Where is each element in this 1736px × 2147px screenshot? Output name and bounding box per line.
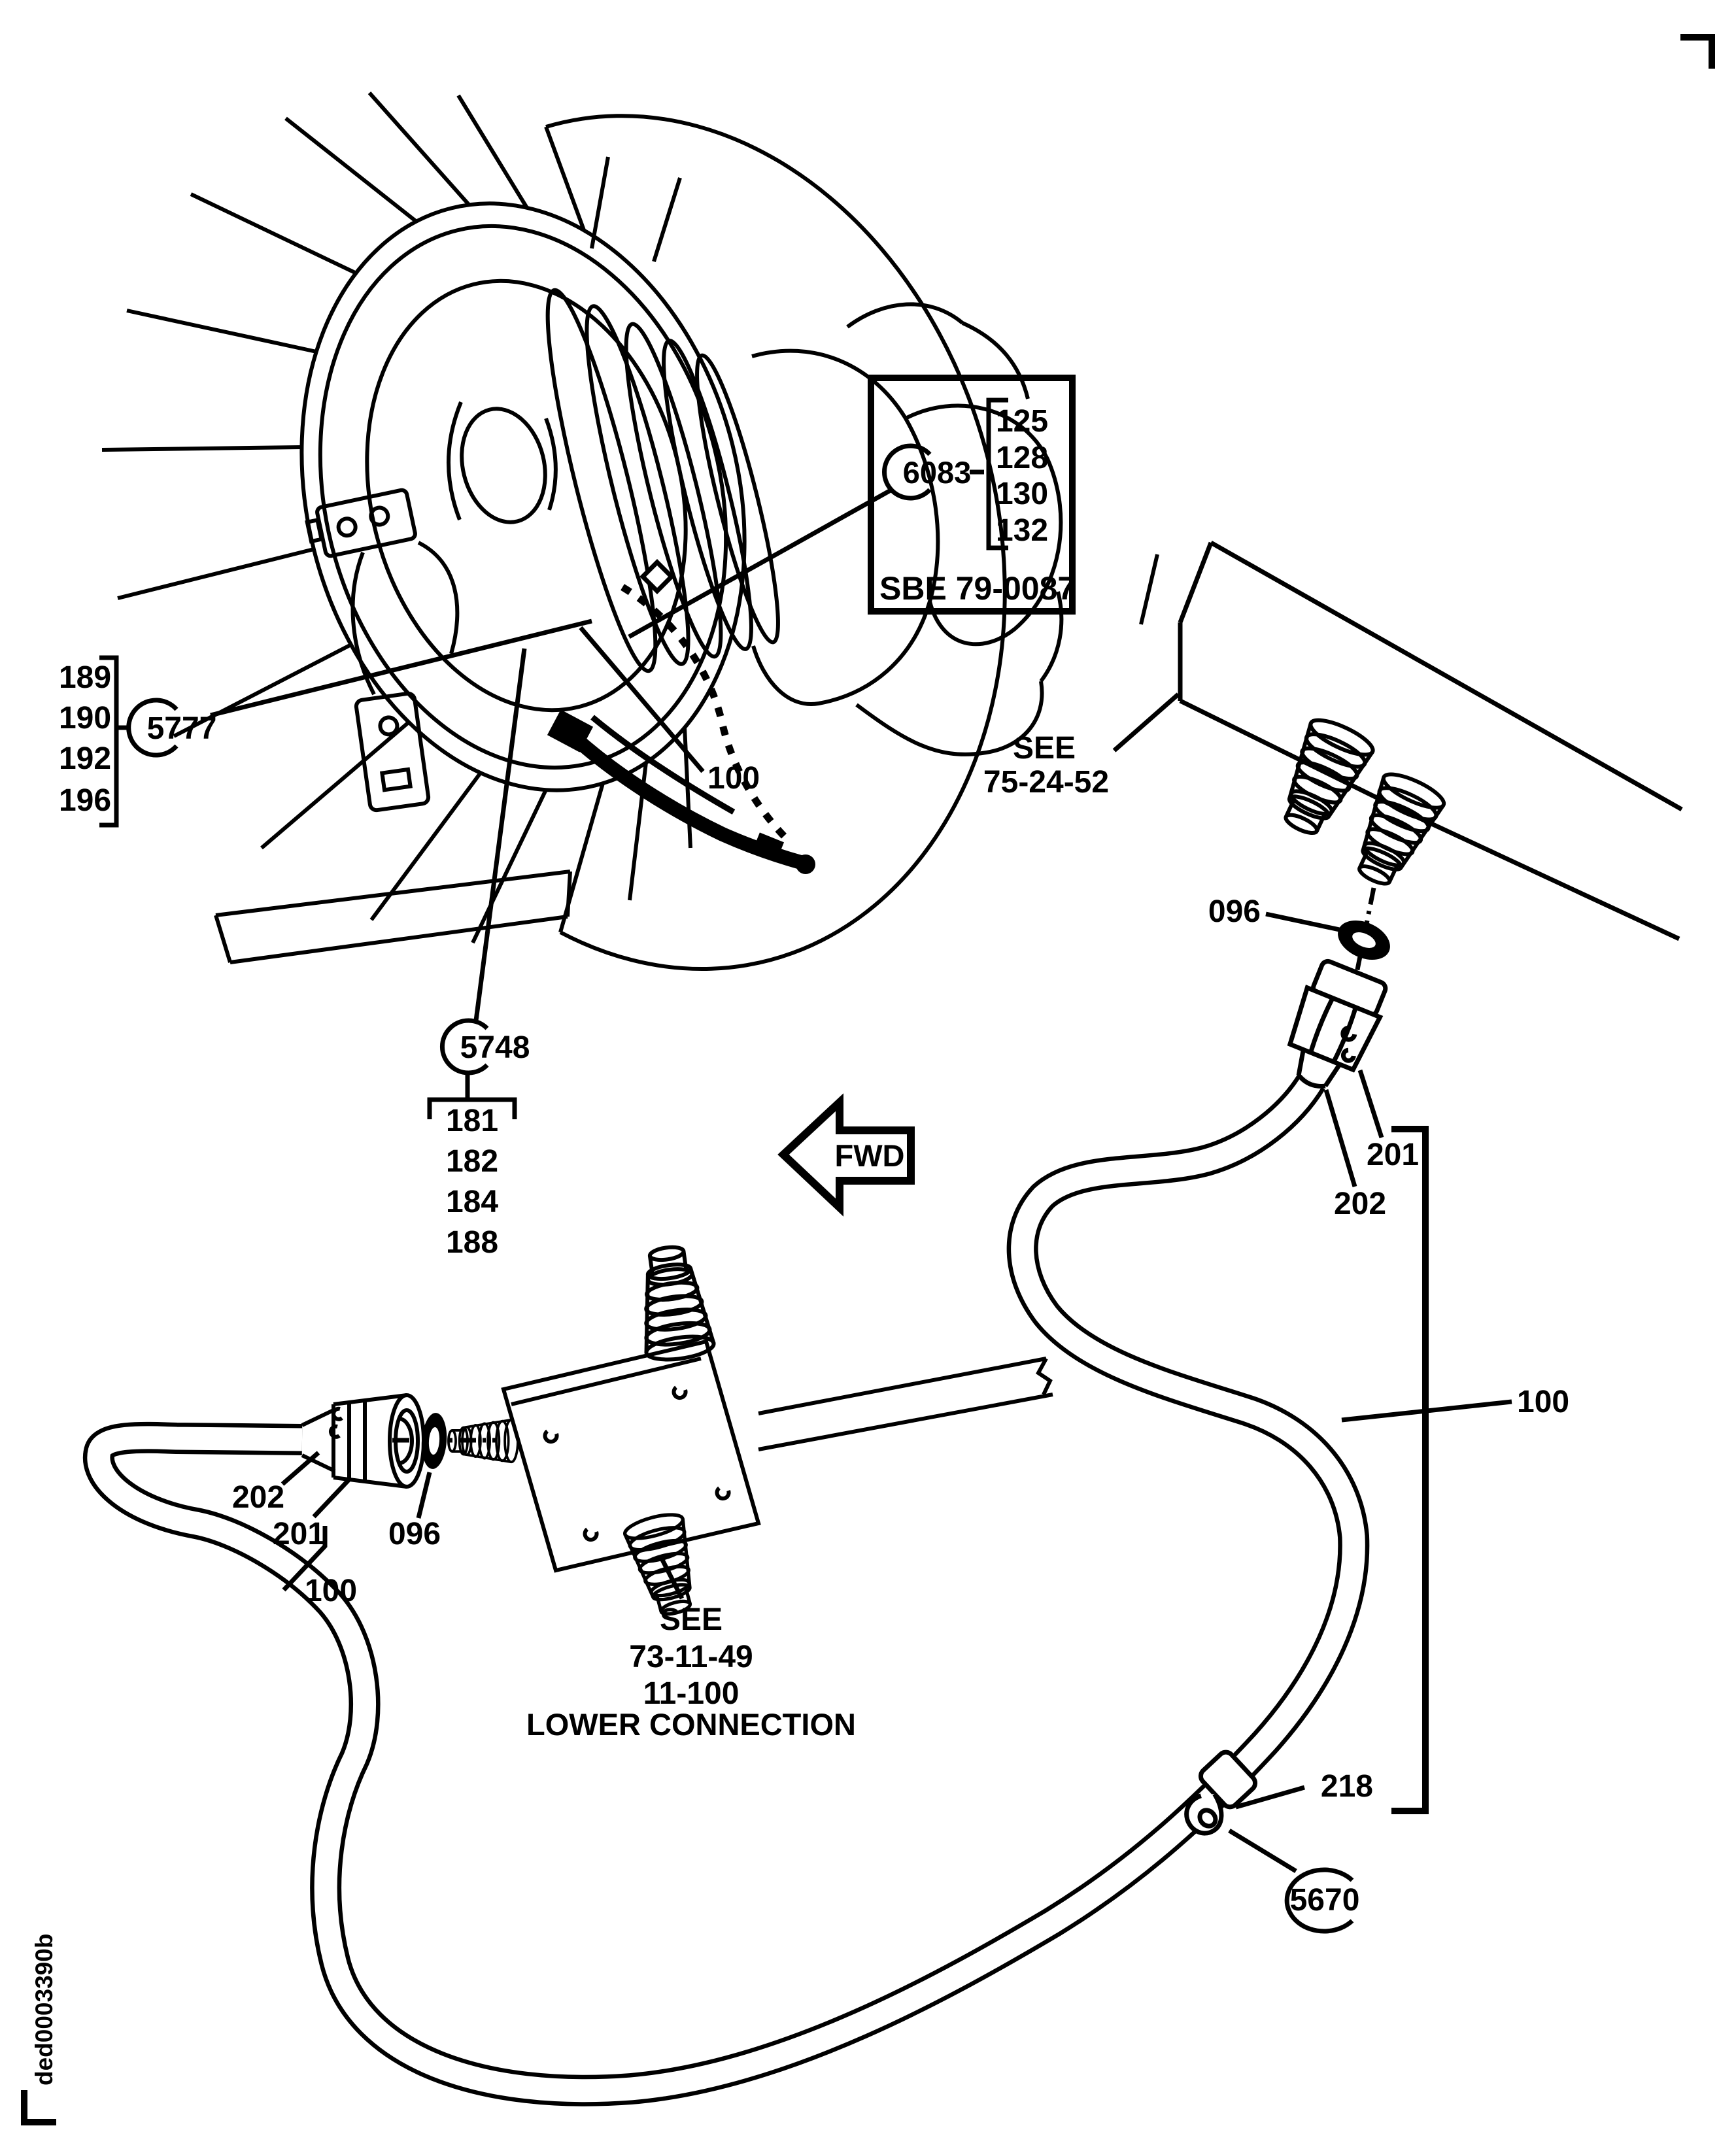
item-number: 125 bbox=[996, 404, 1048, 439]
flow-component bbox=[501, 1339, 1053, 1573]
see-text: SEE bbox=[660, 1602, 723, 1637]
leader-line bbox=[1235, 1785, 1305, 1810]
part-number: 096 bbox=[388, 1517, 441, 1551]
callout-id: 6083 bbox=[903, 455, 972, 490]
leader-line bbox=[281, 1451, 320, 1486]
part-number: 218 bbox=[1321, 1769, 1373, 1804]
item-number: 182 bbox=[446, 1144, 498, 1179]
item-number: 189 bbox=[59, 660, 111, 695]
leader-line bbox=[210, 618, 592, 718]
label-tube-100-engine: 100 bbox=[579, 626, 760, 796]
item-number: 190 bbox=[59, 701, 111, 735]
list-bracket bbox=[986, 397, 1008, 550]
label-sleeve-202-left: 202 bbox=[232, 1451, 320, 1515]
callout-id: 5777 bbox=[147, 711, 217, 746]
oring-096-right bbox=[1338, 920, 1390, 960]
leader-line bbox=[282, 1526, 328, 1592]
see-text: SEE bbox=[1013, 731, 1076, 766]
label-tube-100-left: 100 bbox=[282, 1526, 357, 1608]
label-clamp-218: 218 bbox=[1235, 1769, 1373, 1810]
leader-line bbox=[1357, 1069, 1384, 1139]
see-reference-lower: SEE 73-11-49 11-100 LOWER CONNECTION bbox=[526, 1555, 856, 1742]
item-number: 196 bbox=[59, 783, 111, 818]
leader-line bbox=[416, 1472, 432, 1519]
engine-panel bbox=[1178, 540, 1683, 941]
service-bulletin-ref: SBE 79-0087 bbox=[879, 570, 1076, 607]
part-number: 202 bbox=[232, 1480, 284, 1515]
fuel-tube-100 bbox=[82, 1073, 1370, 2106]
label-oring-096-left: 096 bbox=[388, 1472, 441, 1551]
callout-5748: 5748 181 182 184 188 bbox=[427, 648, 530, 1260]
leader-line bbox=[1112, 692, 1180, 752]
item-number: 184 bbox=[446, 1185, 498, 1219]
callout-circle bbox=[1284, 1867, 1354, 1934]
list-bracket bbox=[427, 1074, 517, 1119]
leader-line bbox=[312, 1478, 350, 1519]
case-equipment-box bbox=[354, 691, 431, 813]
label-oring-096-right: 096 bbox=[1208, 894, 1346, 934]
corner-mark-top-right bbox=[1680, 34, 1715, 69]
callout-circle bbox=[882, 443, 932, 501]
item-number: 128 bbox=[996, 441, 1048, 475]
item-number: 132 bbox=[996, 513, 1048, 548]
leader-line bbox=[658, 1555, 685, 1600]
callout-id: 5748 bbox=[460, 1030, 530, 1065]
part-number: 201 bbox=[273, 1517, 325, 1551]
drawing-id: ded0003390b bbox=[31, 1934, 58, 2086]
callout-id: 5670 bbox=[1290, 1883, 1360, 1918]
oring-096-left bbox=[421, 1413, 447, 1469]
item-number: 181 bbox=[446, 1104, 498, 1138]
fwd-label: FWD bbox=[834, 1138, 904, 1173]
callout-circle bbox=[439, 1018, 489, 1075]
label-sleeve-202-right: 202 bbox=[1323, 1089, 1386, 1221]
case-equipment-box bbox=[305, 488, 417, 558]
see-reference-panel: SEE 75-24-52 bbox=[983, 692, 1180, 800]
tube-clamp-218 bbox=[1184, 1750, 1258, 1836]
leader-line bbox=[1341, 1399, 1512, 1423]
label-nut-201-right: 201 bbox=[1357, 1069, 1419, 1172]
part-number: 201 bbox=[1367, 1138, 1419, 1172]
tube-nut-right bbox=[1287, 958, 1388, 1089]
part-number: 202 bbox=[1334, 1187, 1386, 1221]
callout-5777: 189 190 192 196 5777 bbox=[59, 618, 592, 828]
item-number: 188 bbox=[446, 1225, 498, 1260]
corner-mark-bottom-left bbox=[21, 2090, 56, 2125]
leader-line bbox=[628, 488, 892, 639]
engine-fan-illustration bbox=[101, 92, 1159, 972]
installed-tube-highlight bbox=[547, 559, 815, 874]
fwd-direction-arrow-icon: FWD bbox=[777, 1093, 915, 1217]
leader-line bbox=[1228, 1829, 1297, 1873]
see-ref-number: 75-24-52 bbox=[983, 765, 1109, 800]
reference-box bbox=[868, 375, 1076, 615]
see-ref-number: 73-11-49 bbox=[629, 1640, 753, 1674]
see-ref-number: 11-100 bbox=[643, 1676, 740, 1711]
part-number: 096 bbox=[1208, 894, 1261, 929]
callout-circle bbox=[126, 698, 179, 758]
leader-line bbox=[1265, 911, 1346, 934]
see-ref-text: LOWER CONNECTION bbox=[526, 1707, 856, 1742]
group-bracket bbox=[1391, 1126, 1429, 1814]
item-number: 192 bbox=[59, 741, 111, 776]
label-nut-201-left: 201 bbox=[273, 1478, 350, 1551]
leader-line bbox=[579, 626, 705, 773]
callout-6083-box: 6083 125 128 130 132 SBE 79-0087 bbox=[628, 375, 1076, 639]
panel-fitting-icon bbox=[1268, 714, 1377, 844]
leader-line bbox=[1323, 1089, 1357, 1187]
leader-line bbox=[473, 648, 527, 1021]
label-tube-100-right: 100 bbox=[1341, 1385, 1569, 1423]
part-number: 100 bbox=[707, 761, 760, 796]
callout-5670: 5670 bbox=[1228, 1829, 1360, 1934]
part-number: 100 bbox=[1517, 1385, 1569, 1419]
part-number: 100 bbox=[305, 1574, 357, 1608]
item-number: 130 bbox=[996, 477, 1048, 511]
